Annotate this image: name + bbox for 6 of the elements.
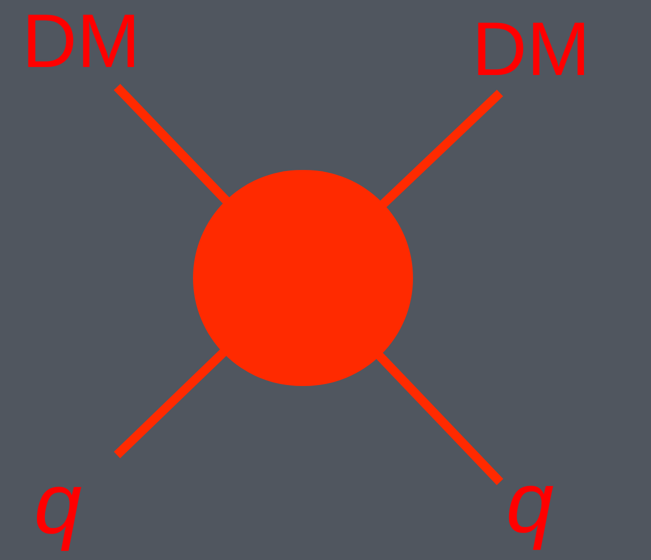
particle-line [380,90,504,208]
particle-line [114,84,230,204]
particle-line [114,349,226,458]
particle-line [376,352,504,486]
particle-label: DM [22,4,140,80]
particle-label: DM [472,12,590,88]
